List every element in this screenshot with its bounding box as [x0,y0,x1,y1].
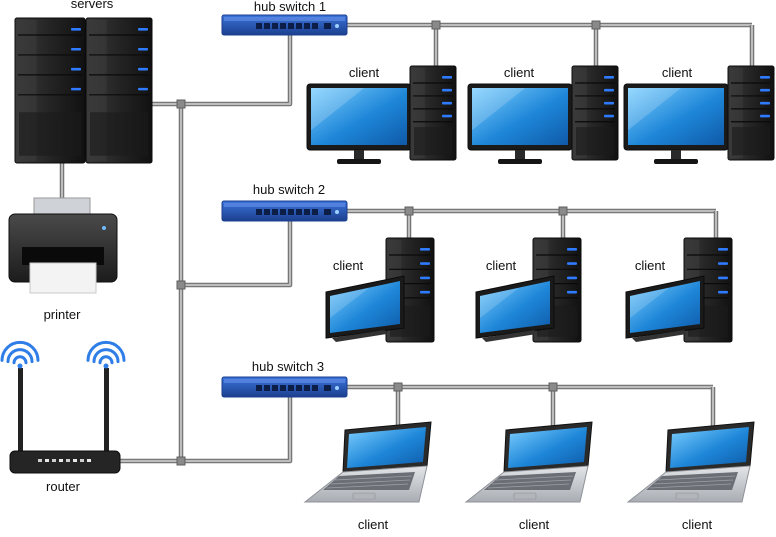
printer-icon [8,197,118,294]
hub-switch-1-label: hub switch 1 [253,0,327,14]
servers-label: servers [70,0,114,11]
client-label-1-1: client [348,65,380,80]
trunk-joint-middle [176,280,186,290]
client-2-3-monitor-icon [625,275,705,342]
client-label-3-3: client [681,517,713,532]
client-3-1-laptop-icon [303,421,432,503]
client-label-1-2: client [503,65,535,80]
cable-layer [59,20,755,466]
client-2-1-monitor-icon [325,275,405,342]
hub1-bus-joint-1 [431,20,441,30]
client-1-2-tower-icon [571,65,619,161]
client-label-2-2: client [485,258,517,273]
trunk-joint-bottom [176,456,186,466]
trunk-joint-top [176,99,186,109]
client-1-3-tower-icon [727,65,775,161]
hub3-bus-joint-1 [393,382,403,392]
hub-switch-1-icon [221,14,348,36]
client-1-1-monitor-icon [306,83,412,164]
hub-switch-3-label: hub switch 3 [251,359,325,374]
client-label-3-2: client [518,517,550,532]
server-tower-right-icon [85,17,153,164]
client-3-3-laptop-icon [626,421,755,503]
hub1-bus-joint-2 [591,20,601,30]
hub-switch-2-label: hub switch 2 [252,182,326,197]
router-label: router [46,479,80,494]
client-2-2-monitor-icon [475,275,555,342]
server-tower-left-icon [14,17,86,164]
cable-trunk-to-hub3 [181,392,293,464]
hub-switch-3-icon [221,376,348,398]
hub3-bus-joint-2 [548,382,558,392]
wifi-router-icon [0,340,126,474]
client-label-2-1: client [332,258,364,273]
device-layer [0,14,775,503]
cable-trunk-to-hub2 [181,215,293,288]
hub2-bus-joint-2 [558,206,568,216]
client-1-2-monitor-icon [467,83,573,164]
cable-trunk-to-hub1 [186,34,293,107]
client-label-2-3: client [634,258,666,273]
client-label-3-1: client [357,517,389,532]
client-1-3-monitor-icon [623,83,729,164]
client-label-1-3: client [661,65,693,80]
hub-switch-2-icon [221,200,348,222]
client-3-2-laptop-icon [464,421,593,503]
hub2-bus-joint-1 [404,206,414,216]
client-1-1-tower-icon [409,65,457,161]
printer-label: printer [43,307,81,322]
